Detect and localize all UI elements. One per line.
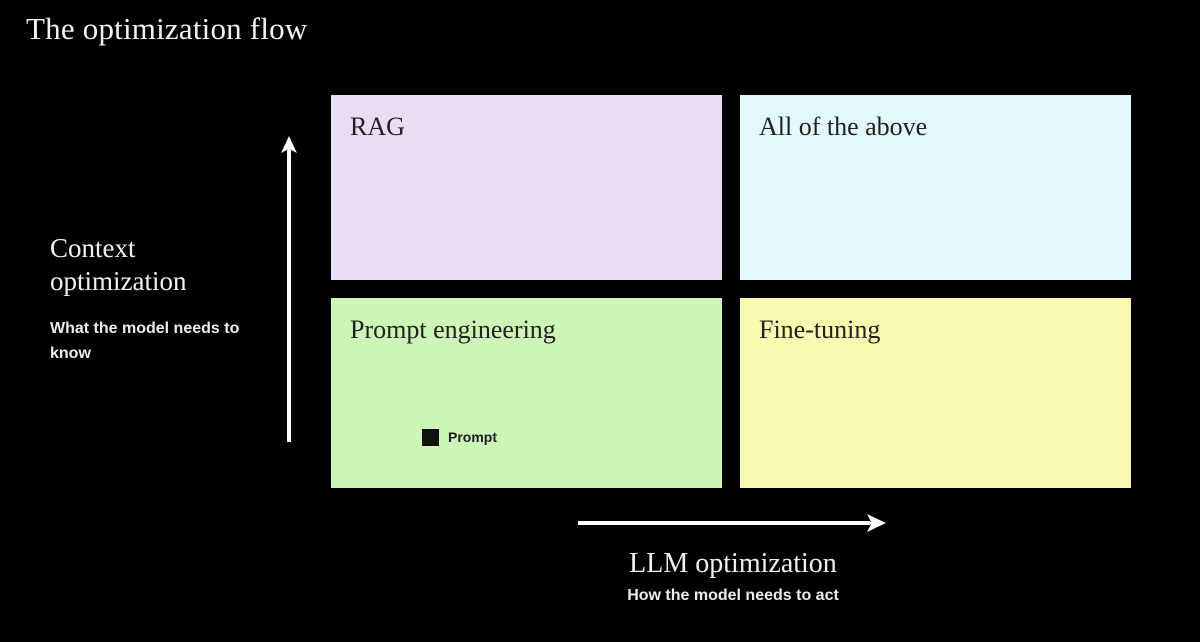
quadrant-label-fine-tuning: Fine-tuning	[759, 315, 881, 344]
quadrant-matrix: RAG All of the above Prompt engineering …	[331, 95, 1131, 488]
quadrant-label-all-of-the-above: All of the above	[759, 112, 928, 141]
page-title: The optimization flow	[26, 11, 308, 46]
quadrant-all-of-the-above[interactable]: All of the above	[740, 95, 1131, 280]
y-axis-title: Context optimization	[50, 233, 187, 296]
y-axis-label-group: Context optimization What the model need…	[50, 232, 268, 366]
legend-prompt: Prompt	[422, 429, 497, 446]
quadrant-label-prompt-engineering: Prompt engineering	[350, 315, 556, 344]
legend-swatch-icon	[422, 429, 439, 446]
y-axis-subtitle: What the model needs to know	[50, 320, 240, 362]
quadrant-label-rag: RAG	[350, 112, 405, 141]
quadrant-rag[interactable]: RAG	[331, 95, 722, 280]
quadrant-fine-tuning[interactable]: Fine-tuning	[740, 298, 1131, 488]
x-axis-title: LLM optimization	[629, 548, 837, 579]
x-axis-arrow-icon	[578, 513, 886, 533]
legend-prompt-label: Prompt	[448, 429, 497, 445]
x-axis-label-group: LLM optimization How the model needs to …	[450, 546, 1016, 607]
x-axis-subtitle: How the model needs to act	[627, 587, 839, 604]
quadrant-prompt-engineering[interactable]: Prompt engineering Prompt	[331, 298, 722, 488]
y-axis-arrow-icon	[281, 136, 297, 442]
